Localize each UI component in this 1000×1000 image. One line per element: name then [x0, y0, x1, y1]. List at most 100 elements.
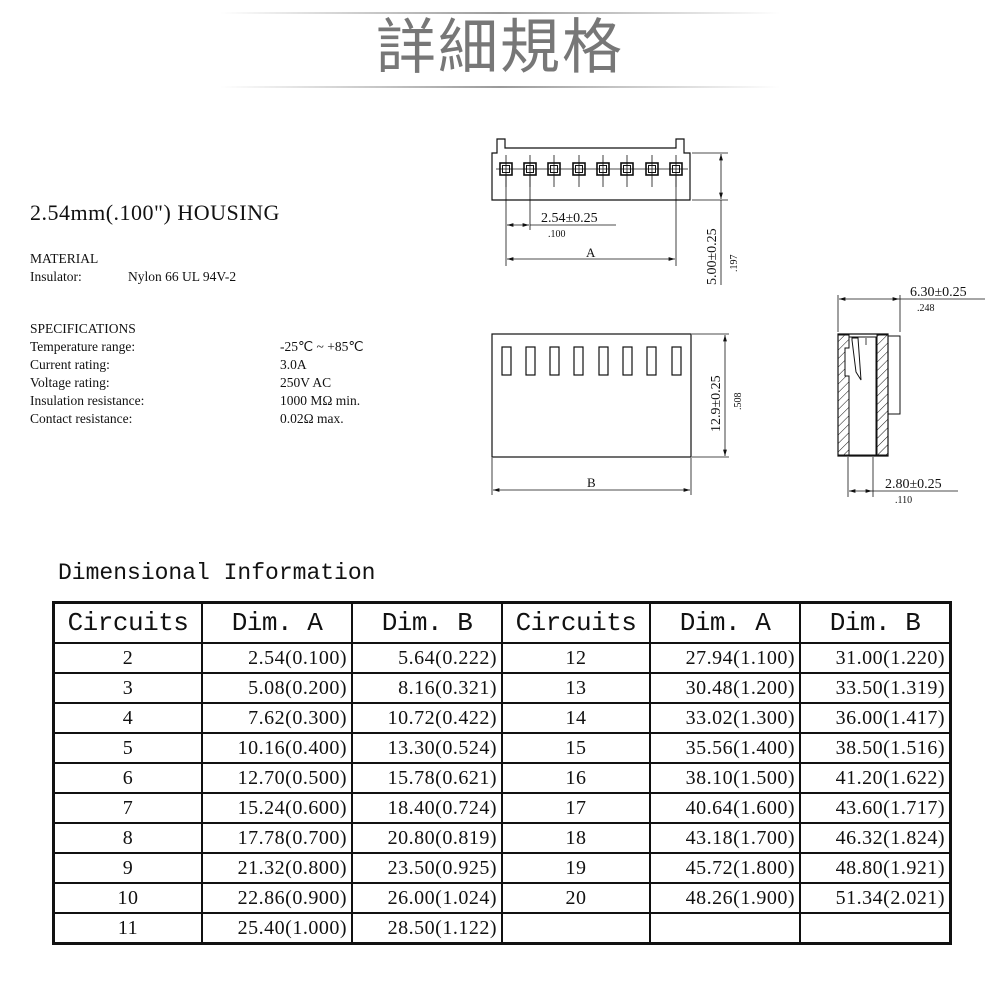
dim-b-cell: 13.30(0.524): [351, 732, 503, 764]
dim-b-cell: 18.40(0.724): [351, 792, 503, 824]
circuits-cell: 17: [501, 792, 651, 824]
table-row: 5 10.16(0.400) 13.30(0.524) 15 35.56(1.4…: [52, 732, 952, 764]
circuits-cell: 3: [52, 672, 203, 704]
spec-row: Voltage rating: 250V AC: [30, 374, 364, 392]
circuits-cell: 11: [52, 912, 203, 945]
depth-in-label: .248: [917, 303, 935, 314]
header-dim-b: Dim. B: [799, 601, 952, 644]
spec-label: Current rating:: [30, 357, 110, 372]
dim-a-cell: 2.54(0.100): [201, 642, 353, 674]
header-circuits: Circuits: [501, 601, 651, 644]
dim-a-cell: 45.72(1.800): [649, 852, 801, 884]
table-row: 6 12.70(0.500) 15.78(0.621) 16 38.10(1.5…: [52, 762, 952, 794]
table-row: 8 17.78(0.700) 20.80(0.819) 18 43.18(1.7…: [52, 822, 952, 854]
circuits-cell: 13: [501, 672, 651, 704]
depth-mm-label: 6.30±0.25: [910, 285, 967, 300]
dim-a-cell: 15.24(0.600): [201, 792, 353, 824]
length-in-label: .508: [733, 393, 744, 411]
slot-mm-label: 2.80±0.25: [885, 477, 942, 492]
spec-value: 3.0A: [280, 357, 307, 372]
circuits-cell: 15: [501, 732, 651, 764]
dim-a-cell: [649, 912, 801, 945]
banner-bottom-rule: [220, 86, 780, 88]
top-view: 2.54±0.25 .100 A 5.00±0.25 .197: [491, 138, 740, 285]
circuits-cell: 19: [501, 852, 651, 884]
dim-b-cell: 28.50(1.122): [351, 912, 503, 945]
dim-b-cell: 48.80(1.921): [799, 852, 952, 884]
spec-row: Contact resistance: 0.02Ω max.: [30, 410, 364, 428]
dim-a-cell: 27.94(1.100): [649, 642, 801, 674]
dim-a-cell: 30.48(1.200): [649, 672, 801, 704]
circuits-cell: 9: [52, 852, 203, 884]
insulator-label: Insulator:: [30, 269, 82, 284]
dim-b-cell: 41.20(1.622): [799, 762, 952, 794]
dim-a-cell: 5.08(0.200): [201, 672, 353, 704]
technical-drawing: 2.54±0.25 .100 A 5.00±0.25 .197 12.9±0.2…: [491, 138, 985, 506]
circuits-cell: 4: [52, 702, 203, 734]
table-row: 3 5.08(0.200) 8.16(0.321) 13 30.48(1.200…: [52, 672, 952, 704]
dim-b-cell: [799, 912, 952, 945]
slot-in-label: .110: [895, 495, 912, 506]
dim-b-label: B: [587, 475, 596, 490]
height-mm-label: 5.00±0.25: [705, 228, 720, 285]
dim-b-cell: 10.72(0.422): [351, 702, 503, 734]
circuits-cell: 10: [52, 882, 203, 914]
dim-b-cell: 38.50(1.516): [799, 732, 952, 764]
spec-value: 0.02Ω max.: [280, 411, 344, 426]
side-section-view: 6.30±0.25 .248 2.80±0.25 .110: [837, 285, 985, 506]
header-dim-b: Dim. B: [351, 601, 503, 644]
specifications-section: SPECIFICATIONS Temperature range: -25℃ ~…: [30, 320, 364, 428]
table-row: 2 2.54(0.100) 5.64(0.222) 12 27.94(1.100…: [52, 642, 952, 674]
dim-a-cell: 33.02(1.300): [649, 702, 801, 734]
header-circuits: Circuits: [52, 601, 203, 644]
dim-a-cell: 38.10(1.500): [649, 762, 801, 794]
dim-a-cell: 12.70(0.500): [201, 762, 353, 794]
specifications-heading: SPECIFICATIONS: [30, 321, 136, 336]
circuits-cell: [501, 912, 651, 945]
dim-a-cell: 35.56(1.400): [649, 732, 801, 764]
spec-value: 1000 MΩ min.: [280, 393, 361, 408]
circuits-cell: 7: [52, 792, 203, 824]
table-header-row: Circuits Dim. A Dim. B Circuits Dim. A D…: [52, 601, 952, 644]
pitch-mm-label: 2.54±0.25: [541, 211, 598, 226]
spec-label: Voltage rating:: [30, 375, 110, 390]
spec-row: Current rating: 3.0A: [30, 356, 364, 374]
header-dim-a: Dim. A: [201, 601, 353, 644]
spec-label: Temperature range:: [30, 339, 136, 354]
dim-a-cell: 25.40(1.000): [201, 912, 353, 945]
dim-b-cell: 8.16(0.321): [351, 672, 503, 704]
dim-a-cell: 7.62(0.300): [201, 702, 353, 734]
circuits-cell: 20: [501, 882, 651, 914]
circuits-cell: 12: [501, 642, 651, 674]
banner-top-rule: [220, 12, 780, 14]
table-row: 9 21.32(0.800) 23.50(0.925) 19 45.72(1.8…: [52, 852, 952, 884]
spec-label: Insulation resistance:: [30, 393, 145, 408]
dim-a-cell: 10.16(0.400): [201, 732, 353, 764]
table-row: 11 25.40(1.000) 28.50(1.122): [52, 912, 952, 945]
dimensional-table: Circuits Dim. A Dim. B Circuits Dim. A D…: [52, 601, 952, 945]
housing-title: 2.54mm(.100") HOUSING: [30, 200, 280, 225]
dim-a-cell: 22.86(0.900): [201, 882, 353, 914]
dim-a-cell: 43.18(1.700): [649, 822, 801, 854]
dim-b-cell: 51.34(2.021): [799, 882, 952, 914]
dim-b-cell: 23.50(0.925): [351, 852, 503, 884]
circuits-cell: 6: [52, 762, 203, 794]
circuits-cell: 8: [52, 822, 203, 854]
table-row: 7 15.24(0.600) 18.40(0.724) 17 40.64(1.6…: [52, 792, 952, 824]
table-row: 4 7.62(0.300) 10.72(0.422) 14 33.02(1.30…: [52, 702, 952, 734]
circuits-cell: 2: [52, 642, 203, 674]
dim-b-cell: 15.78(0.621): [351, 762, 503, 794]
insulator-row: Insulator: Nylon 66 UL 94V-2: [30, 268, 236, 286]
circuits-cell: 5: [52, 732, 203, 764]
circuits-cell: 18: [501, 822, 651, 854]
dim-b-cell: 46.32(1.824): [799, 822, 952, 854]
page-title: 詳細規格: [376, 13, 624, 83]
dim-a-cell: 48.26(1.900): [649, 882, 801, 914]
circuits-cell: 14: [501, 702, 651, 734]
dim-b-cell: 5.64(0.222): [351, 642, 503, 674]
length-mm-label: 12.9±0.25: [709, 375, 724, 432]
dim-b-cell: 43.60(1.717): [799, 792, 952, 824]
dimensional-info-title: Dimensional Information: [58, 560, 376, 586]
spec-value: 250V AC: [280, 375, 332, 390]
dim-a-cell: 17.78(0.700): [201, 822, 353, 854]
